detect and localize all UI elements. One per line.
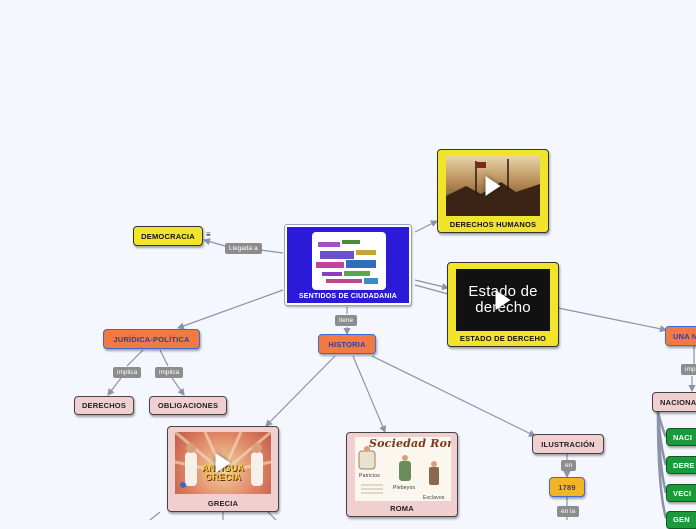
- line-grecia-out3: [267, 511, 277, 520]
- green-item-1-label: NACI: [673, 432, 693, 442]
- green-item-1[interactable]: NACI: [666, 428, 696, 446]
- line-center-estado: [414, 279, 450, 291]
- roma-image: Sociedad Romana Patricios Plebeyos Escla…: [355, 437, 451, 501]
- historia-node[interactable]: HISTORIA: [318, 334, 376, 354]
- line-estado-una: [557, 307, 668, 333]
- estado-derecho-video: Estado de derecho: [456, 269, 550, 331]
- green-item-3-label: VECI: [673, 488, 692, 498]
- line-juridica-implica1: [126, 349, 144, 367]
- edge-label-en: en: [561, 460, 577, 471]
- green-item-2-label: DERE: [673, 460, 695, 470]
- democracia-label: DEMOCRACIA: [141, 231, 195, 241]
- roma-label: ROMA: [390, 504, 414, 513]
- estado-derecho-label: ESTADO DE DERCEHO: [459, 334, 547, 343]
- notes-icon[interactable]: ≡: [206, 230, 211, 239]
- obligaciones-label: OBLIGACIONES: [157, 401, 219, 410]
- green-item-2[interactable]: DERE: [666, 456, 696, 474]
- derechos-humanos-video: [446, 156, 540, 216]
- roma-figures: [358, 446, 439, 494]
- edge-label-implica-2: implica: [155, 367, 184, 378]
- grecia-node[interactable]: ANTIGUA GRECIA GRECIA: [167, 426, 279, 512]
- juridica-node[interactable]: JURÍDICA-POLÍTICA: [103, 329, 200, 349]
- line-center-ddhh: [414, 220, 439, 233]
- line-implica2-obligaciones: [171, 377, 185, 396]
- roma-label-plebeyos: Plebeyos: [393, 485, 416, 491]
- line-implica1-derechos: [107, 377, 122, 396]
- line-historia-roma: [352, 355, 386, 434]
- grecia-scene: [175, 432, 271, 488]
- green-item-4[interactable]: GEN: [666, 511, 696, 529]
- derechos-humanos-label: DERECHOS HUMANOS: [449, 220, 537, 229]
- roma-image-title: Sociedad Romana: [369, 437, 451, 450]
- nacionalidad-node[interactable]: NACIONA: [652, 392, 696, 412]
- nacionalidad-label: NACIONA: [660, 397, 696, 407]
- play-icon-estado[interactable]: [495, 290, 511, 310]
- derechos-node[interactable]: DERECHOS: [74, 396, 134, 415]
- line-center-juridica: [176, 289, 284, 330]
- line-historia-ilustracion: [371, 355, 537, 437]
- edge-label-imp: imp: [681, 364, 696, 375]
- line-juridica-implica2: [159, 349, 169, 367]
- grecia-label: GRECIA: [207, 499, 239, 508]
- line-grecia-out1: [149, 511, 161, 520]
- edge-label-en-la: en la: [557, 506, 580, 517]
- ilustracion-node[interactable]: ILUSTRACIÓN: [532, 434, 604, 454]
- word-cloud-image: [312, 232, 386, 290]
- central-label: SENTIDOS DE CIUDADANIA: [298, 293, 398, 300]
- edge-label-llegada: Llegada a: [225, 243, 262, 254]
- democracia-node[interactable]: DEMOCRACIA: [133, 226, 203, 246]
- line-center-estado-2: [414, 284, 449, 295]
- play-icon-grecia[interactable]: [215, 453, 231, 473]
- line-center-llegada: [259, 249, 284, 254]
- green-item-3[interactable]: VECI: [666, 484, 696, 502]
- estado-derecho-node[interactable]: Estado de derecho ESTADO DE DERCEHO: [447, 262, 559, 347]
- battle-scene: [446, 159, 540, 216]
- year-1789-label: 1789: [558, 482, 576, 492]
- roma-label-esclavos: Esclavos: [423, 495, 445, 501]
- roma-node[interactable]: Sociedad Romana Patricios Plebeyos Escla…: [346, 432, 458, 517]
- grecia-video: ANTIGUA GRECIA: [175, 432, 271, 494]
- line-nac-green4: [656, 411, 668, 519]
- roma-label-patricios: Patricios: [359, 473, 380, 479]
- juridica-label: JURÍDICA-POLÍTICA: [113, 334, 190, 344]
- derechos-humanos-node[interactable]: DERECHOS HUMANOS: [437, 149, 549, 233]
- edge-label-implica-1: implica: [113, 367, 142, 378]
- year-1789-node[interactable]: 1789: [549, 477, 585, 497]
- una-node[interactable]: UNA N: [665, 326, 696, 346]
- historia-label: HISTORIA: [328, 339, 366, 349]
- play-icon[interactable]: [485, 176, 501, 196]
- ilustracion-label: ILUSTRACIÓN: [541, 439, 595, 449]
- line-llegada-democracia: [202, 238, 226, 247]
- central-node[interactable]: SENTIDOS DE CIUDADANIA: [284, 224, 412, 306]
- line-historia-grecia: [265, 355, 336, 427]
- una-label: UNA N: [673, 331, 696, 341]
- derechos-label: DERECHOS: [81, 401, 127, 410]
- word-cloud-graphic: [316, 240, 378, 284]
- obligaciones-node[interactable]: OBLIGACIONES: [149, 396, 227, 415]
- edge-label-tiene: tiene: [335, 315, 358, 326]
